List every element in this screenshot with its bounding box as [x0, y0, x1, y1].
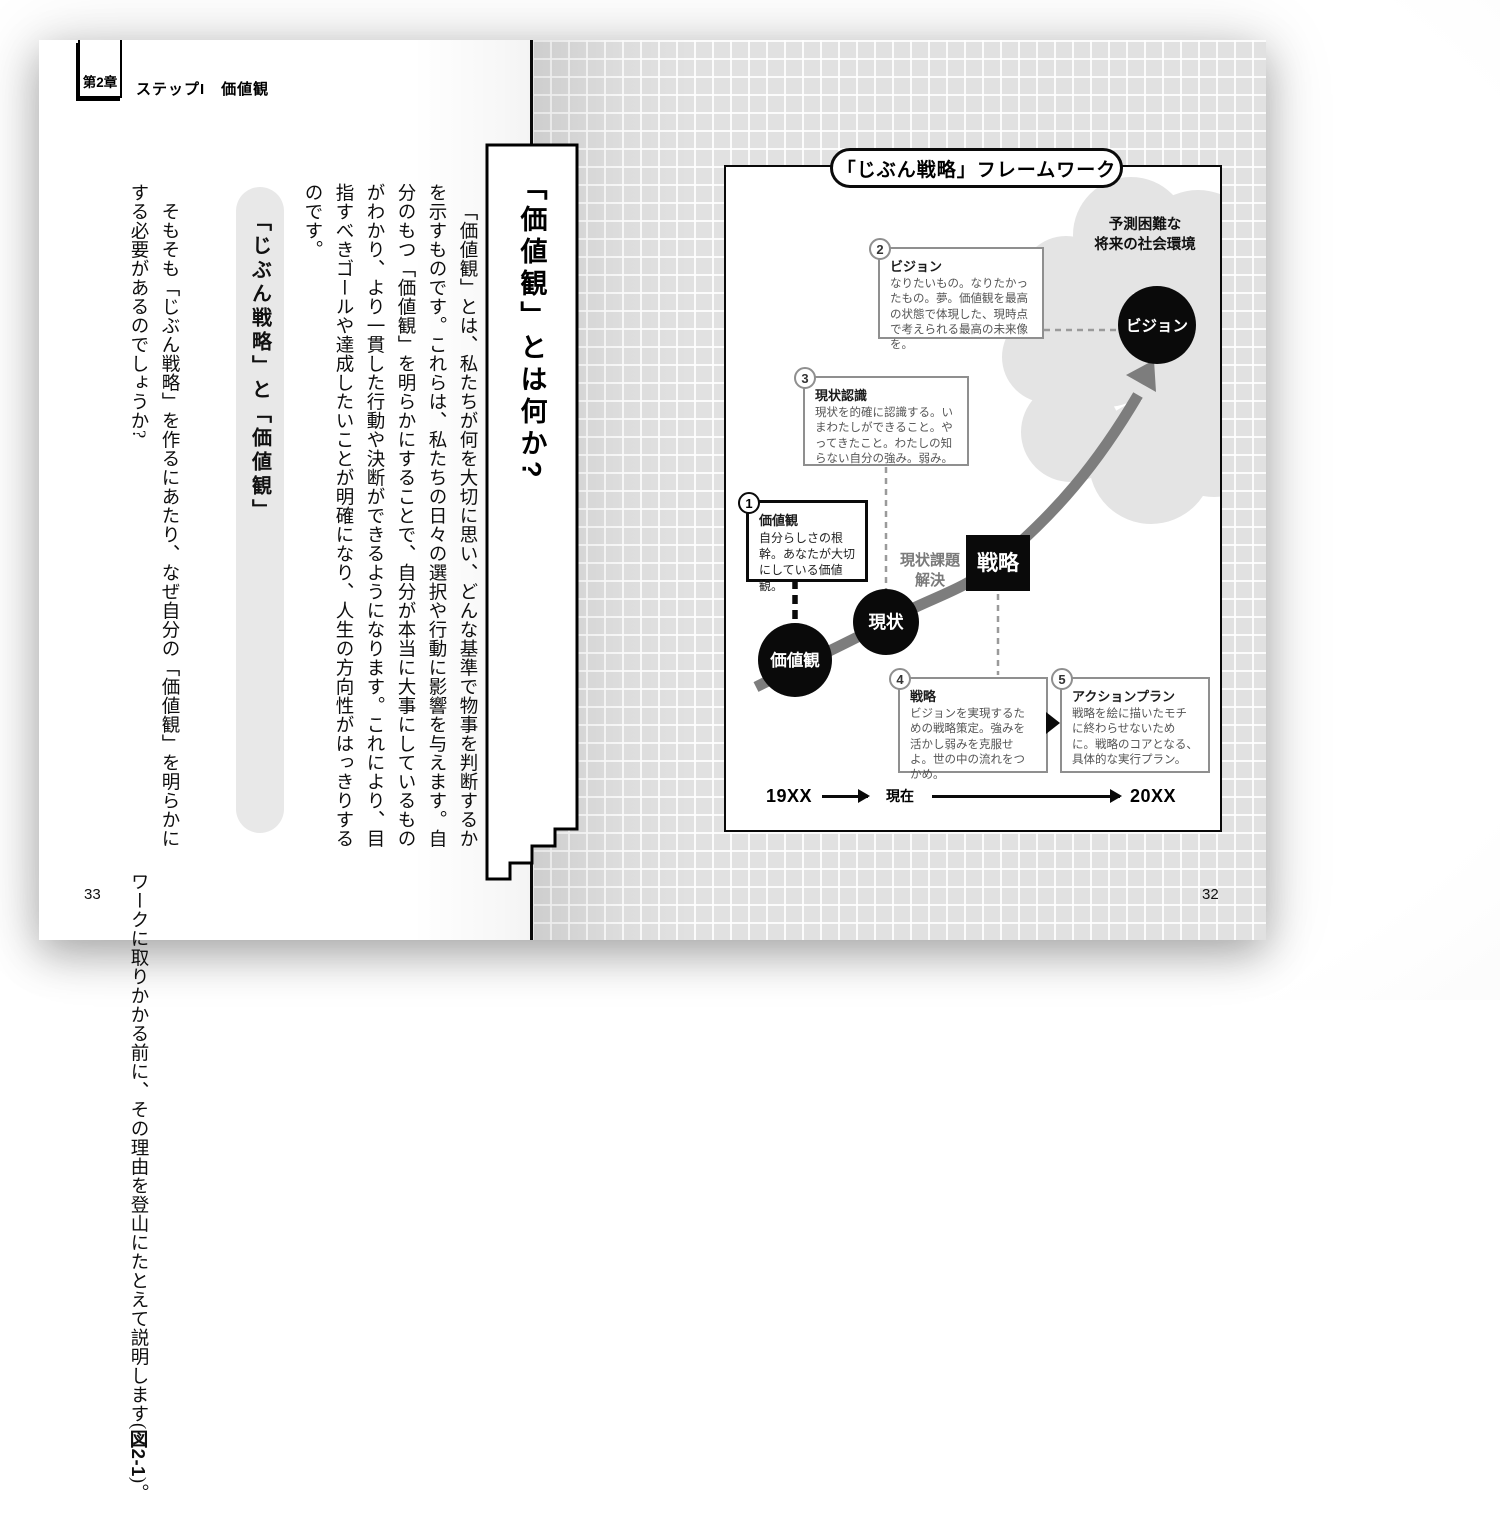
present-node: [853, 589, 919, 655]
page-title: 「価値観」とは何か?: [516, 173, 547, 483]
values-node: [758, 623, 832, 697]
strategy-node: [966, 535, 1030, 591]
box-action-plan: 5 アクションプラン 戦略を絵に描いたモチに終わらせないために。戦略のコアとなる…: [1051, 668, 1210, 773]
badge-1: 1: [738, 492, 760, 514]
diagram-frame: 価値観 現状 戦略 ビジョン 予測困難な 将来の社会環境 現状課題 解決 2 ビ…: [724, 165, 1222, 832]
cloud-label-line2: 将来の社会環境: [1094, 237, 1196, 253]
flow-arrow-icon: [1046, 712, 1060, 734]
paragraph-why-values: そもそも「じぶん戦略」を作るにあたり、なぜ自分の「価値観」を明らかにする必要があ…: [122, 183, 222, 1502]
box-strategy-body: ビジョンを実現するための戦略策定。強みを活かし弱みを克服せよ。世の中の流れをつか…: [910, 708, 1025, 782]
paragraph-2-text: そもそも「じぶん戦略」を作るにあたり、なぜ自分の「価値観」を明らかにする必要があ…: [128, 183, 179, 848]
box-strategy: 4 戦略 ビジョンを実現するための戦略策定。強みを活かし弱みを克服せよ。世の中の…: [889, 668, 1048, 781]
curve-label: 現状課題 解決: [870, 551, 990, 591]
paragraph-3-text: ワークに取りかかる前に、その理由を登山にたとえて説明します(図2-1)。: [122, 853, 154, 1523]
badge-5: 5: [1051, 668, 1073, 690]
box-values: 1 価値観 自分らしさの根幹。あなたが大切にしている価値観。: [738, 492, 868, 593]
values-node-label: 価値観: [769, 650, 820, 670]
chapter-tab: 第2章: [78, 40, 122, 98]
title-ribbon-shape: [485, 143, 579, 881]
box-action-title: アクションプラン: [1072, 689, 1175, 704]
curve-label-line1: 現状課題: [899, 552, 960, 569]
growth-curve: [753, 392, 1143, 692]
vision-node-label: ビジョン: [1126, 317, 1188, 335]
badge-2: 2: [869, 238, 891, 260]
badge-3: 3: [794, 367, 816, 389]
timeline-arrow-icon: [822, 789, 871, 803]
cloud-label: 予測困難な 将来の社会環境: [1060, 215, 1220, 255]
title-ribbon: 「価値観」とは何か?: [485, 143, 579, 883]
box-current-body: 現状を的確に認識する。いまわたしができること。やってきたこと。わたしの知らない自…: [815, 407, 953, 465]
box-vision: 2 ビジョン なりたいもの。なりたかったもの。夢。価値観を最高の状態で体現した、…: [869, 238, 1044, 351]
subheading-ribbon: 「じぶん戦略」と「価値観」: [236, 187, 284, 833]
box-strategy-title: 戦略: [910, 689, 937, 704]
box-action-body: 戦略を絵に描いたモチに終わらせないために。戦略のコアとなる、具体的な実行プラン。: [1072, 708, 1198, 766]
paragraph-what-are-values: 「価値観」とは、私たちが何を大切に思い、どんな基準で物事を判断するかを示すもので…: [296, 183, 477, 853]
timeline-end: 20XX: [1129, 785, 1176, 806]
curve-label-line2: 解決: [914, 572, 945, 589]
page-number-left: 33: [84, 886, 101, 903]
timeline-arrow-icon: [932, 789, 1122, 803]
diagram-graphics: 価値観 現状 戦略 ビジョン: [753, 177, 1220, 697]
diagram-title: 「じぶん戦略」フレームワーク: [830, 148, 1123, 188]
timeline-present: 現在: [886, 788, 915, 804]
timeline-start: 19XX: [766, 785, 813, 806]
running-title: ステップI 価値観: [136, 81, 270, 98]
growth-curve-arrowhead-icon: [1126, 360, 1156, 392]
cloud-label-line1: 予測困難な: [1108, 217, 1182, 233]
box-current-title: 現状認識: [815, 388, 868, 403]
chapter-tab-label: 第2章: [82, 75, 118, 90]
box-vision-body: なりたいもの。なりたかったもの。夢。価値観を最高の状態で体現した、現時点で考えら…: [890, 278, 1028, 352]
vision-node: [1118, 286, 1196, 364]
box-values-body: 自分らしさの根幹。あなたが大切にしている価値観。: [759, 531, 856, 593]
box-current-awareness: 3 現状認識 現状を的確に認識する。いまわたしができること。やってきたこと。わた…: [794, 367, 969, 466]
left-page: [39, 40, 532, 940]
page-number-right: 32: [1202, 886, 1219, 903]
paragraph-1-text: 「価値観」とは、私たちが何を大切に思い、どんな基準で物事を判断するかを示すもので…: [302, 183, 477, 848]
box-values-title: 価値観: [759, 513, 799, 528]
timeline: 19XX 現在 20XX: [766, 785, 1176, 807]
paragraph-3-pre: ワークに取りかかる前に、その理由を登山にたとえて説明します(: [128, 871, 148, 1430]
present-node-label: 現状: [869, 612, 904, 632]
figure-reference: 図2-1: [128, 1429, 149, 1477]
box-vision-title: ビジョン: [890, 259, 943, 274]
subheading-text: 「じぶん戦略」と「価値観」: [248, 211, 271, 523]
badge-4: 4: [889, 668, 911, 690]
paragraph-3-post: )。: [128, 1476, 148, 1503]
strategy-node-label: 戦略: [977, 551, 1020, 575]
